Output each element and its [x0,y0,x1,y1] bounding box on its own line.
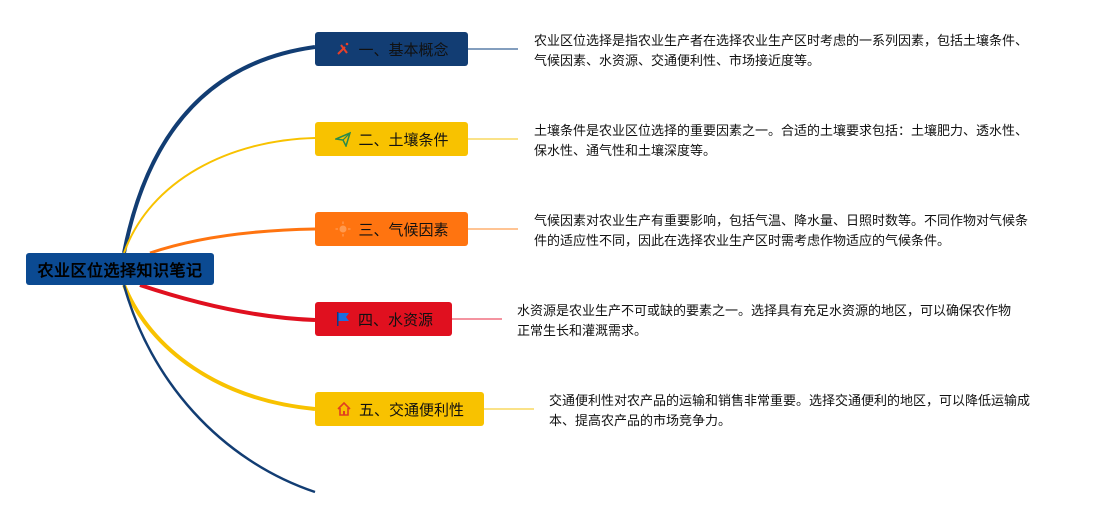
link-branch-5 [122,284,316,411]
branch-label: 四、水资源 [357,310,433,329]
branch-description: 水资源是农业生产不可或缺的要素之一。选择具有充足水资源的地区，可以确保农作物正常… [517,304,1012,339]
home-icon [335,400,353,418]
flag-icon [334,310,352,328]
branch-soil-conditions[interactable]: 二、土壤条件 [315,122,468,156]
link-tail [122,284,316,494]
branch-transportation[interactable]: 五、交通便利性 [315,392,484,426]
branch-label: 二、土壤条件 [358,130,449,149]
root-title: 农业区位选择知识笔记 [37,261,203,280]
link-branch-2 [123,137,316,254]
branch-description: 气候因素对农业生产有重要影响，包括气温、降水量、日照时数等。不同作物对气候条件的… [534,214,1029,249]
branch-label: 三、气候因素 [358,220,449,239]
branch-description: 交通便利性对农产品的运输和销售非常重要。选择交通便利的地区，可以降低运输成本、提… [549,394,1031,429]
link-branch-3 [149,227,316,255]
root-topic[interactable]: 农业区位选择知识笔记 [26,253,214,285]
branch-label: 五、交通便利性 [358,400,464,419]
link-branch-4 [139,283,316,322]
branch-description: 土壤条件是农业区位选择的重要因素之一。合适的土壤要求包括：土壤肥力、透水性、保水… [534,124,1029,159]
branch-label: 一、基本概念 [358,40,449,59]
branch-water-resources[interactable]: 四、水资源 [315,302,452,336]
branch-basic-concepts[interactable]: 一、基本概念 [315,32,468,66]
paper-plane-icon [334,130,352,148]
branch-climate-factors[interactable]: 三、气候因素 [315,212,468,246]
sparkle-icon [334,40,352,58]
link-branch-1 [122,45,316,254]
sun-icon [334,220,352,238]
branch-description: 农业区位选择是指农业生产者在选择农业生产区时考虑的一系列因素，包括土壤条件、气候… [534,34,1029,69]
